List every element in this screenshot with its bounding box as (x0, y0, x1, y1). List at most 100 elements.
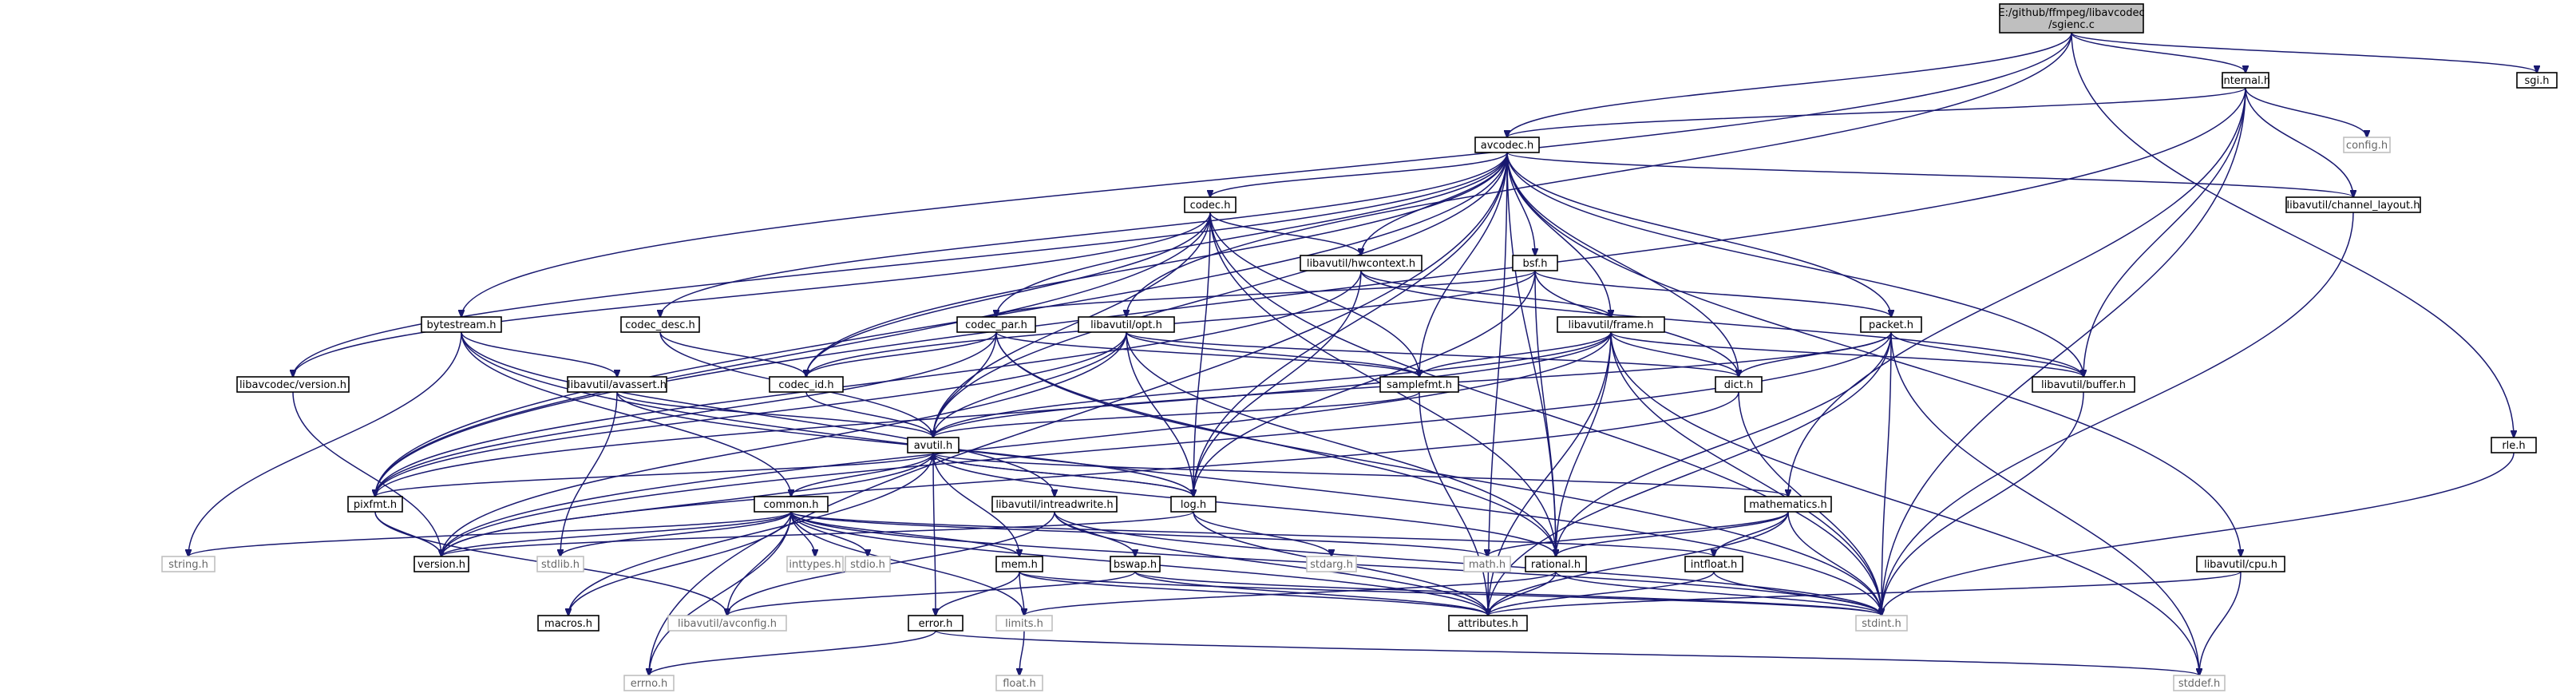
node-opt[interactable]: libavutil/opt.h (1078, 316, 1175, 333)
node-box (1557, 316, 1665, 333)
node-box (2173, 675, 2226, 691)
edge-avcodec-to-codec (1210, 152, 1508, 197)
node-label: mathematics.h (1749, 499, 1827, 511)
node-label: math.h (1469, 559, 1506, 571)
node-version[interactable]: version.h (414, 556, 469, 572)
node-avutil[interactable]: avutil.h (907, 437, 960, 453)
node-codec-par[interactable]: codec_par.h (956, 316, 1036, 333)
node-label: log.h (1181, 499, 1206, 511)
node-lavc-version[interactable]: libavcodec/version.h (236, 376, 350, 393)
node-samplefmt[interactable]: samplefmt.h (1379, 376, 1459, 393)
edge-packet-to-version (441, 331, 1892, 556)
edge-frame-to-avutil (933, 331, 1612, 438)
edge-avutil-to-common (791, 452, 934, 497)
edge-avutil-to-error (933, 452, 936, 616)
node-codec[interactable]: codec.h (1184, 196, 1237, 213)
node-label: rle.h (2502, 440, 2525, 452)
node-label: dict.h (1724, 379, 1753, 391)
node-box (2491, 437, 2537, 453)
node-bytestream[interactable]: bytestream.h (421, 316, 502, 333)
node-label: codec_par.h (965, 319, 1027, 331)
node-bswap[interactable]: bswap.h (1110, 556, 1161, 572)
node-mem[interactable]: mem.h (995, 556, 1043, 572)
edge-sgienc-to-rle (2071, 32, 2514, 438)
node-box (623, 675, 675, 691)
node-avassert[interactable]: libavutil/avassert.h (567, 376, 667, 393)
edge-buffer-to-stdint (1882, 391, 2084, 616)
node-mathematics[interactable]: mathematics.h (1744, 496, 1832, 513)
edge-codec-par-to-avutil (933, 331, 997, 438)
edge-samplefmt-to-avutil (933, 391, 1420, 438)
node-error[interactable]: error.h (908, 615, 964, 632)
node-box (1715, 376, 1763, 393)
edge-avcodec-to-codec-desc (660, 152, 1508, 317)
edge-common-to-math (790, 511, 1487, 556)
node-box (347, 496, 403, 513)
node-channel-layout[interactable]: libavutil/channel_layout.h (2285, 196, 2421, 213)
node-internal[interactable]: internal.h (2221, 72, 2270, 89)
node-log[interactable]: log.h (1170, 496, 1217, 513)
edge-mem-to-avutil (933, 453, 1020, 557)
node-box (1463, 556, 1511, 572)
node-frame[interactable]: libavutil/frame.h (1557, 316, 1665, 333)
edge-avutil-to-rational (932, 452, 1556, 556)
edge-opt-to-log (1126, 331, 1193, 497)
node-box (1184, 196, 1237, 213)
node-stdarg: stdarg.h (1306, 556, 1357, 572)
node-label: stdarg.h (1310, 559, 1353, 571)
edge-packet-to-buffer (1890, 331, 2083, 377)
node-packet[interactable]: packet.h (1860, 316, 1922, 333)
edge-bswap-to-attributes (1134, 571, 1488, 616)
node-box (1078, 316, 1175, 333)
edge-bytestream-to-stdint (461, 331, 1882, 616)
node-label: avcodec.h (1481, 140, 1534, 152)
edge-intreadwrite-to-attributes (1054, 511, 1488, 616)
node-label: inttypes.h (789, 559, 841, 571)
node-box (995, 556, 1043, 572)
node-label: stdio.h (850, 559, 885, 571)
node-label: version.h (417, 559, 465, 571)
node-label: float.h (1003, 678, 1036, 690)
edge-opt-to-rational (1126, 331, 1556, 556)
node-hwcontext[interactable]: libavutil/hwcontext.h (1300, 255, 1423, 271)
edge-log-to-stdarg (1193, 511, 1332, 556)
node-buffer[interactable]: libavutil/buffer.h (2032, 376, 2135, 393)
node-label: libavcodec/version.h (239, 379, 346, 391)
node-label: libavutil/hwcontext.h (1307, 258, 1415, 270)
edge-codec-to-codec-id (806, 212, 1211, 377)
node-dict[interactable]: dict.h (1715, 376, 1763, 393)
node-common[interactable]: common.h (754, 496, 829, 513)
node-cpu[interactable]: libavutil/cpu.h (2196, 556, 2285, 572)
node-box (1448, 615, 1528, 632)
edge-avcodec-to-log (1193, 152, 1508, 497)
node-avcodec[interactable]: avcodec.h (1474, 137, 1540, 153)
edge-common-to-string (188, 511, 792, 556)
node-codec-id[interactable]: codec_id.h (769, 376, 844, 393)
node-bsf[interactable]: bsf.h (1512, 255, 1558, 271)
edge-intreadwrite-to-bswap (1054, 511, 1135, 556)
node-box (620, 316, 700, 333)
node-label: avutil.h (914, 440, 953, 452)
edge-avutil-to-version (441, 452, 934, 556)
node-rational[interactable]: rational.h (1525, 556, 1587, 572)
node-intfloat[interactable]: intfloat.h (1684, 556, 1743, 572)
node-box (2516, 72, 2558, 89)
node-float: float.h (995, 675, 1043, 691)
node-intreadwrite[interactable]: libavutil/intreadwrite.h (991, 496, 1118, 513)
node-pixfmt[interactable]: pixfmt.h (347, 496, 403, 513)
node-macros[interactable]: macros.h (537, 615, 599, 632)
edge-sgienc-to-bytestream (461, 32, 2072, 317)
edge-bytestream-to-intreadwrite (461, 331, 1055, 497)
edge-codec-par-to-pixfmt (375, 331, 997, 497)
edge-cpu-to-stddef (2199, 571, 2242, 675)
node-box (1170, 496, 1217, 513)
node-sgienc[interactable]: E:/github/ffmpeg/libavcodec/sgienc.c (1998, 3, 2145, 34)
node-attributes[interactable]: attributes.h (1448, 615, 1528, 632)
edge-common-to-stdlib (560, 511, 792, 556)
node-codec-desc[interactable]: codec_desc.h (620, 316, 700, 333)
edge-sgienc-to-opt (1126, 32, 2072, 317)
node-label: bswap.h (1114, 559, 1157, 571)
edge-avcodec-to-samplefmt (1419, 152, 1508, 377)
node-sgi[interactable]: sgi.h (2516, 72, 2558, 89)
node-rle[interactable]: rle.h (2491, 437, 2537, 453)
